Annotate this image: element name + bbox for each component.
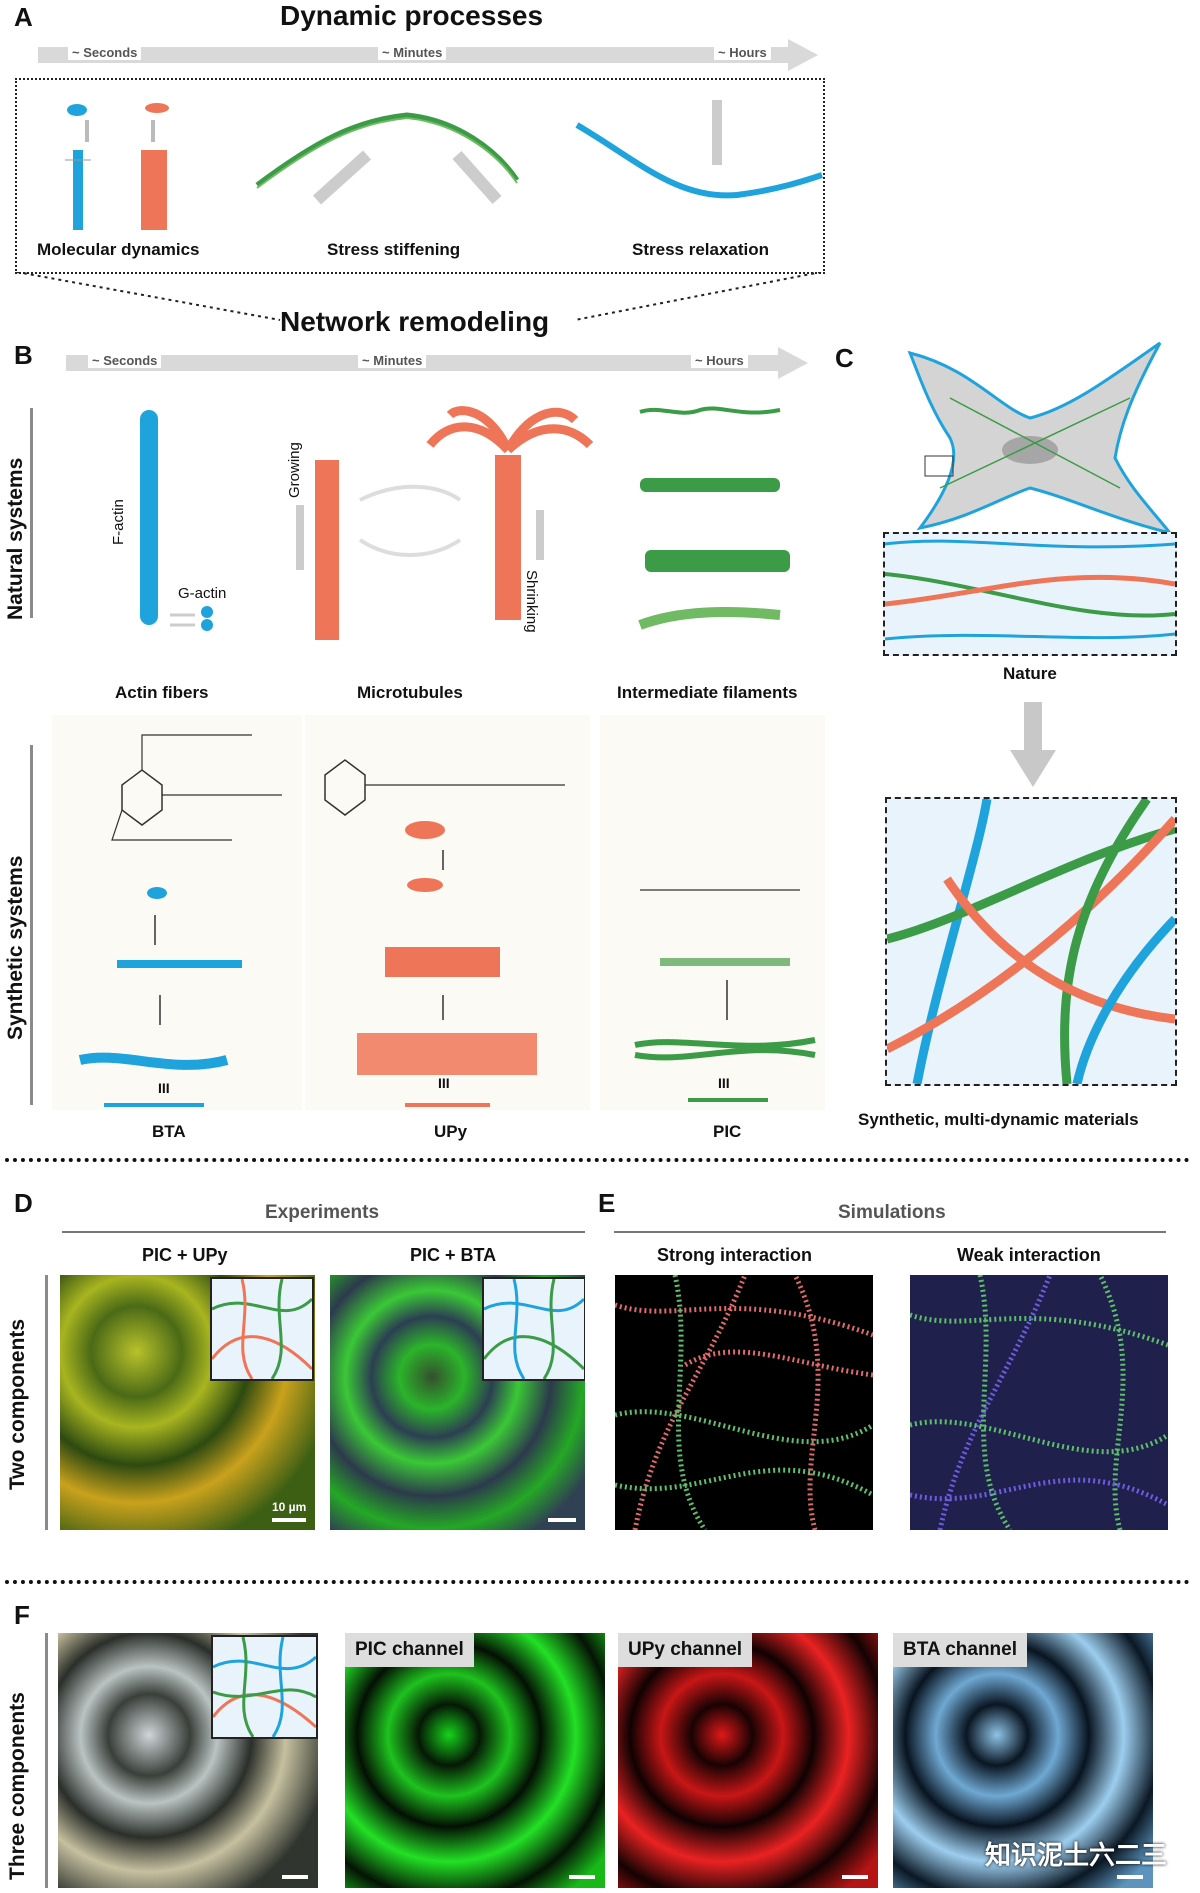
panel-a-box: Molecular dynamics Stress stiffening Str…	[15, 78, 825, 274]
label-stress-stiffening: Stress stiffening	[327, 240, 461, 259]
panel-a-timeline: ~ Seconds ~ Minutes ~ Hours	[38, 39, 818, 71]
merged-three-channel	[58, 1633, 318, 1888]
bta-roman: III	[158, 1080, 170, 1096]
timeline-arrow-icon	[778, 347, 808, 379]
natural-systems-label: Natural systems	[4, 457, 27, 620]
panel-a-connector	[16, 272, 822, 321]
synthetic-zoom-box	[885, 797, 1177, 1086]
upy-channel-tag: UPy channel	[618, 1633, 753, 1667]
two-components-divider	[45, 1275, 48, 1530]
three-components-label: Three components	[6, 1692, 29, 1880]
panel-f-letter: F	[14, 1600, 30, 1630]
timeline-minutes: ~ Minutes	[378, 45, 447, 60]
network-inset	[482, 1277, 585, 1381]
two-components-label: Two components	[6, 1318, 29, 1490]
panel-a-illustration	[65, 100, 823, 230]
bta-illustration	[78, 734, 282, 1107]
scale-bar	[282, 1875, 308, 1879]
network-remodeling-title: Network remodeling	[280, 306, 550, 337]
panel-a-letter: A	[14, 2, 33, 32]
upy-roman: III	[438, 1075, 450, 1091]
upy-illustration	[324, 759, 565, 1107]
title-weak-interaction: Weak interaction	[957, 1245, 1101, 1265]
scale-label: 10 µm	[272, 1500, 307, 1514]
pic-channel-tag: PIC channel	[345, 1633, 474, 1667]
pic-column	[600, 715, 825, 1110]
nature-label: Nature	[1003, 664, 1057, 683]
watermark: 知识泥土六二三	[985, 1841, 1168, 1871]
title-pic-bta: PIC + BTA	[410, 1245, 497, 1265]
pic-roman: III	[718, 1075, 730, 1091]
timeline-seconds: ~ Seconds	[88, 353, 162, 368]
timeline-hours: ~ Hours	[691, 353, 748, 368]
panel-b-timeline: ~ Seconds ~ Minutes ~ Hours	[66, 347, 808, 379]
g-actin-label: G-actin	[178, 585, 227, 602]
upy-channel-image: UPy channel	[618, 1633, 878, 1888]
pic-channel-image: PIC channel	[345, 1633, 605, 1888]
bta-column	[52, 715, 302, 1110]
three-components-divider	[45, 1633, 48, 1888]
simulation-strong	[615, 1275, 873, 1530]
synthetic-divider	[30, 745, 33, 1105]
timeline-hours: ~ Hours	[714, 45, 771, 60]
title-pic-upy: PIC + UPy	[142, 1245, 228, 1265]
micrograph-pic-bta	[330, 1275, 585, 1530]
f-actin-label: F-actin	[110, 499, 127, 545]
bta-channel-image: BTA channel	[893, 1633, 1153, 1888]
panel-d-letter: D	[14, 1188, 33, 1218]
panel-b-letter: B	[14, 340, 33, 370]
bta-channel-tag: BTA channel	[893, 1633, 1028, 1667]
scale-bar	[1117, 1875, 1143, 1879]
title-upy: UPy	[434, 1122, 468, 1141]
simulation-weak	[910, 1275, 1168, 1530]
panel-e-letter: E	[598, 1188, 616, 1218]
synthetic-systems-label: Synthetic systems	[4, 855, 27, 1040]
natural-divider	[30, 408, 33, 618]
scale-bar	[548, 1518, 576, 1522]
synthetic-materials-label: Synthetic, multi-dynamic materials	[858, 1110, 1139, 1129]
simulations-header: Simulations	[838, 1202, 946, 1223]
natural-systems-illustration	[140, 406, 790, 640]
down-arrow-icon	[1010, 702, 1056, 787]
timeline-minutes: ~ Minutes	[358, 353, 427, 368]
separator-1	[5, 1158, 1190, 1162]
title-actin-fibers: Actin fibers	[115, 683, 209, 702]
timeline-arrow-icon	[788, 39, 818, 71]
title-bta: BTA	[152, 1122, 186, 1141]
nature-zoom-box	[883, 532, 1177, 656]
experiments-rule	[62, 1231, 585, 1233]
scale-bar	[842, 1875, 868, 1879]
scale-bar	[272, 1518, 306, 1522]
label-molecular-dynamics: Molecular dynamics	[37, 240, 200, 259]
cell-illustration	[907, 341, 1174, 536]
scale-bar	[569, 1875, 595, 1879]
panel-a-title: Dynamic processes	[280, 0, 544, 31]
title-intermediate-filaments: Intermediate filaments	[617, 683, 798, 702]
network-inset	[210, 1277, 314, 1381]
title-pic: PIC	[713, 1122, 742, 1141]
upy-column	[305, 715, 590, 1110]
separator-2	[5, 1580, 1190, 1584]
growing-label: Growing	[286, 442, 303, 498]
micrograph-pic-upy: 10 µm	[60, 1275, 315, 1530]
panel-c-letter: C	[835, 343, 854, 373]
title-microtubules: Microtubules	[357, 683, 463, 702]
label-stress-relaxation: Stress relaxation	[632, 240, 770, 259]
shrinking-label: Shrinking	[523, 570, 540, 633]
pic-illustration	[634, 889, 816, 1102]
simulations-rule	[614, 1231, 1166, 1233]
timeline-seconds: ~ Seconds	[68, 45, 142, 60]
network-inset	[211, 1635, 318, 1739]
experiments-header: Experiments	[265, 1202, 380, 1223]
title-strong-interaction: Strong interaction	[657, 1245, 813, 1265]
